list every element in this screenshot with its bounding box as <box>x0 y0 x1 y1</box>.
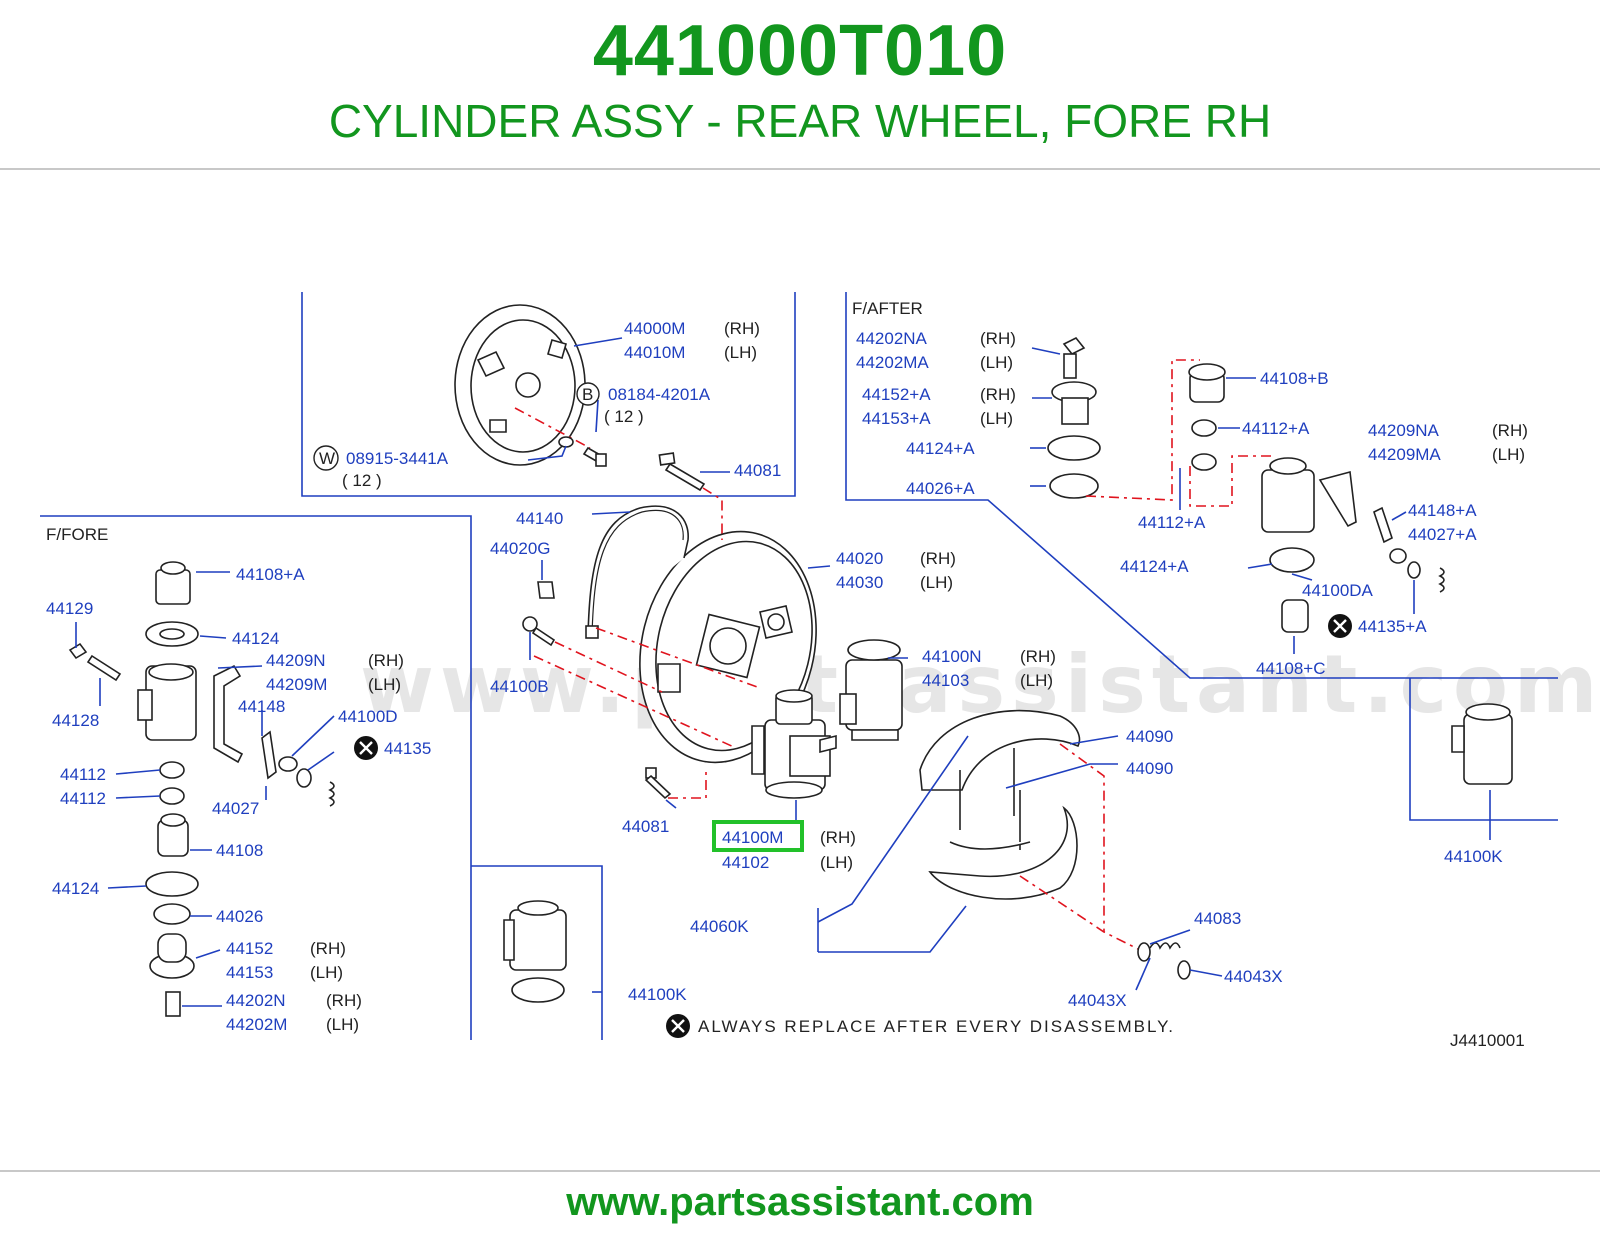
callout-44124-lower: 44124 <box>52 879 99 898</box>
bolt-44081-bottom <box>646 768 706 798</box>
callout-44090-lower: 44090 <box>1126 759 1173 778</box>
callout-44112-A-upper: 44112+A <box>1242 419 1310 438</box>
callout-44027: 44027 <box>212 799 259 818</box>
callout-44020G: 44020G <box>490 539 551 558</box>
callout-44083: 44083 <box>1194 909 1241 928</box>
callout-44081-bottom: 44081 <box>622 817 669 836</box>
wheel-cylinder-44100K-center-drawing <box>504 901 566 1002</box>
callout-44202M: 44202M <box>226 1015 287 1034</box>
callout-44202NA: 44202NA <box>856 329 928 348</box>
callout-44202NA-side: (RH) <box>980 329 1016 348</box>
callout-44202MA-side: (LH) <box>980 353 1013 372</box>
callout-08184-4201A: 08184-4201A <box>608 385 711 404</box>
callout-44135: 44135 <box>384 739 431 758</box>
callout-44043X-left: 44043X <box>1068 991 1127 1010</box>
section-label-after: F/AFTER <box>852 299 923 318</box>
callout-44209M: 44209M <box>266 675 327 694</box>
callout-44152-A-side: (RH) <box>980 385 1016 404</box>
callout-44152: 44152 <box>226 939 273 958</box>
callout-44026: 44026 <box>216 907 263 926</box>
callout-44108-B: 44108+B <box>1260 369 1329 388</box>
callout-44202N-side: (RH) <box>326 991 362 1010</box>
callout-44108-C: 44108+C <box>1256 659 1325 678</box>
callout-44100D: 44100D <box>338 707 398 726</box>
callout-44102: 44102 <box>722 853 769 872</box>
callout-44209NA: 44209NA <box>1368 421 1440 440</box>
callout-44209NA-side: (RH) <box>1492 421 1528 440</box>
callout-08184-mark: B <box>582 385 593 404</box>
callout-44202MA: 44202MA <box>856 353 929 372</box>
note-text: ALWAYS REPLACE AFTER EVERY DISASSEMBLY. <box>698 1017 1175 1036</box>
callout-44112-A-lower: 44112+A <box>1138 513 1206 532</box>
callout-44152-side: (RH) <box>310 939 346 958</box>
callout-44202N: 44202N <box>226 991 286 1010</box>
callout-44100B: 44100B <box>490 677 549 696</box>
callout-44010M-side: (LH) <box>724 343 757 362</box>
brake-shoes-drawing <box>920 711 1140 950</box>
callout-44102-side: (LH) <box>820 853 853 872</box>
callout-44081-top: 44081 <box>734 461 781 480</box>
callout-44209MA-side: (LH) <box>1492 445 1525 464</box>
diagram-code: J4410001 <box>1450 1031 1525 1050</box>
callout-08915-3441A: 08915-3441A <box>346 449 449 468</box>
callout-44140: 44140 <box>516 509 563 528</box>
callout-44108-A: 44108+A <box>236 565 305 584</box>
callout-44209M-side: (LH) <box>368 675 401 694</box>
callout-44124-upper: 44124 <box>232 629 279 648</box>
callout-44103-side: (LH) <box>1020 671 1053 690</box>
callout-44124-A-lower: 44124+A <box>1120 557 1189 576</box>
callout-44090-upper: 44090 <box>1126 727 1173 746</box>
callout-44209MA: 44209MA <box>1368 445 1441 464</box>
callout-44153-A-side: (LH) <box>980 409 1013 428</box>
callout-44100N: 44100N <box>922 647 982 666</box>
callout-08915-mark: W <box>319 449 335 468</box>
callout-44000M: 44000M <box>624 319 685 338</box>
callout-44060K: 44060K <box>690 917 749 936</box>
spring-44083-drawing <box>1138 943 1190 979</box>
callout-44124-A-upper: 44124+A <box>906 439 975 458</box>
callout-44010M: 44010M <box>624 343 685 362</box>
callout-44152-A: 44152+A <box>862 385 931 404</box>
callout-44026-A: 44026+A <box>906 479 975 498</box>
callout-44030-side: (LH) <box>920 573 953 592</box>
callout-08184-qty: ( 12 ) <box>604 407 644 426</box>
callout-44153-side: (LH) <box>310 963 343 982</box>
callout-44030: 44030 <box>836 573 883 592</box>
footer-divider <box>0 1170 1600 1172</box>
replacement-note: ALWAYS REPLACE AFTER EVERY DISASSEMBLY. <box>666 1014 1175 1038</box>
callout-44100M-side: (RH) <box>820 828 856 847</box>
callout-44112-lower: 44112 <box>60 789 106 808</box>
fore-parts-drawing <box>70 562 334 1016</box>
callout-44148-A: 44148+A <box>1408 501 1477 520</box>
callout-44100M: 44100M <box>722 828 783 847</box>
callout-44209N: 44209N <box>266 651 326 670</box>
callout-44129: 44129 <box>46 599 93 618</box>
callout-44209N-side: (RH) <box>368 651 404 670</box>
callout-44100K-center: 44100K <box>628 985 687 1004</box>
callout-44112-upper: 44112 <box>60 765 106 784</box>
callout-08915-qty: ( 12 ) <box>342 471 382 490</box>
callout-44135-A: 44135+A <box>1358 617 1427 636</box>
callout-44148: 44148 <box>238 697 285 716</box>
callout-44153: 44153 <box>226 963 273 982</box>
callout-44100N-side: (RH) <box>1020 647 1056 666</box>
callout-44020: 44020 <box>836 549 883 568</box>
callout-44103: 44103 <box>922 671 969 690</box>
callouts-fore: F/FORE 44108+A 44129 44124 44209N (RH) 4… <box>46 525 431 1034</box>
callout-44108: 44108 <box>216 841 263 860</box>
callout-44100DA: 44100DA <box>1302 581 1374 600</box>
callout-44202M-side: (LH) <box>326 1015 359 1034</box>
callout-44027-A: 44027+A <box>1408 525 1477 544</box>
callout-44020-side: (RH) <box>920 549 956 568</box>
callout-44128: 44128 <box>52 711 99 730</box>
callout-44043X-right: 44043X <box>1224 967 1283 986</box>
footer-site-url[interactable]: www.partsassistant.com <box>0 1180 1600 1225</box>
callout-44000M-side: (RH) <box>724 319 760 338</box>
section-label-fore: F/FORE <box>46 525 108 544</box>
callout-44100K-right: 44100K <box>1444 847 1503 866</box>
callout-44153-A: 44153+A <box>862 409 931 428</box>
clip-44020G <box>538 582 554 598</box>
